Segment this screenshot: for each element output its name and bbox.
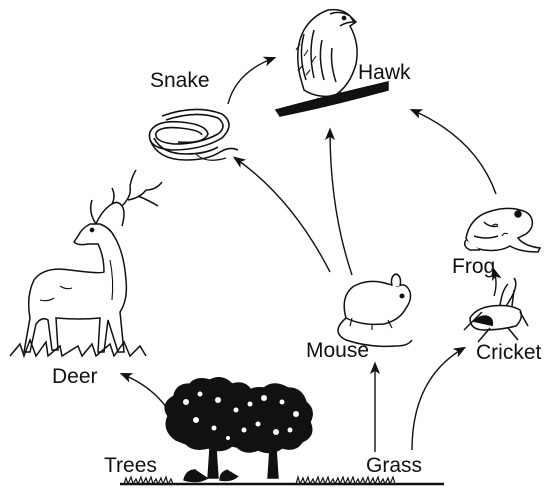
label-grass: Grass	[366, 455, 422, 476]
arrow-trees-to-deer	[122, 374, 172, 416]
arrow-mouse-to-hawk	[330, 130, 352, 275]
label-trees: Trees	[104, 455, 157, 476]
label-frog: Frog	[452, 256, 495, 277]
arrow-mouse-to-snake	[235, 158, 330, 272]
arrow-snake-to-hawk	[228, 58, 274, 104]
label-mouse: Mouse	[306, 340, 369, 361]
ground-grass	[120, 477, 444, 484]
label-hawk: Hawk	[358, 62, 411, 83]
label-deer: Deer	[52, 366, 98, 387]
label-snake: Snake	[150, 70, 210, 91]
deer-illustration	[10, 170, 162, 356]
frog-illustration	[465, 208, 540, 252]
trees-illustration	[165, 378, 312, 482]
label-cricket: Cricket	[476, 342, 541, 363]
snake-illustration	[149, 109, 238, 160]
mouse-illustration	[338, 274, 412, 346]
arrow-frog-to-hawk	[412, 110, 496, 194]
arrow-grass-to-cricket	[412, 348, 464, 450]
